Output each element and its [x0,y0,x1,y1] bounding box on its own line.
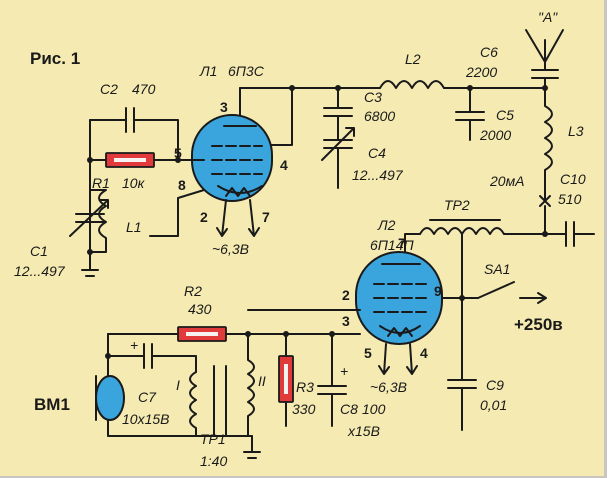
tr1-winding2-label: II [258,373,266,389]
tr2-winding-left [419,227,463,235]
c4-ref: С4 [368,145,386,161]
tr2-ref: ТР2 [444,197,470,213]
capacitor-c8 [317,333,347,427]
c10-value: 510 [558,191,582,207]
c5-value: 2000 [479,127,511,143]
capacitor-c9 [447,379,477,431]
coil-l3 [544,87,553,201]
tube1-pin2: 2 [200,209,208,225]
resistor-r2 [177,326,227,342]
tube1-pin3: 3 [220,99,228,115]
tube1-envelope [191,114,273,202]
antenna-label: "А" [538,9,558,25]
tube2-type: 6П14П [370,237,415,253]
c9-value: 0,01 [480,397,507,413]
r1-ref: R1 [92,175,110,191]
tube1-heater-label: ~6,3В [212,241,249,257]
tube2-heater-arrow-left [378,343,390,375]
r2-ref: R2 [184,283,202,299]
coil-l2 [379,80,445,89]
supply-label: +250в [514,315,563,334]
c2-value: 470 [132,81,156,97]
c8-voltage: x15В [347,423,380,439]
l2-ref: L2 [405,51,421,67]
r3-value: 330 [292,401,316,417]
c3-ref: С3 [364,89,382,105]
capacitor-c1-variable [69,199,109,253]
resistor-r3 [278,355,294,403]
capacitor-c2 [125,107,135,133]
c7-plus: + [130,337,138,353]
capacitor-c3 [323,87,353,141]
antenna-symbol [525,29,564,71]
tube1-ref: Л1 [199,63,217,79]
tube1-type: 6П3С [228,63,265,79]
c8-value: 100 [362,401,386,417]
c3-value: 6800 [364,108,395,124]
capacitor-c10 [544,221,595,247]
tube1-pin4: 4 [280,157,288,173]
c9-ref: С9 [486,377,504,393]
tr2-winding-right [461,227,505,235]
tube2-heater-arrow-right [406,343,418,375]
c1-ref: С1 [30,243,48,259]
switch-sa1 [477,281,515,299]
capacitor-c7 [143,343,153,369]
c7-right-wire [151,355,197,373]
c4-value: 12...497 [352,167,404,183]
tube1-pin4-wire [261,87,293,146]
tube2-pin2: 2 [342,287,350,303]
tube2-pin3: 3 [342,313,350,329]
meter-point-cross [539,195,551,207]
tube2-pin4: 4 [420,345,428,361]
tube1-heater-arrow-left [216,199,228,237]
supply-arrow [519,292,547,304]
r3-ref: R3 [296,379,314,395]
capacitor-c5 [455,87,485,141]
tr1-winding-1 [189,371,197,437]
tr1-ground [243,435,261,459]
sa1-ref: SA1 [484,261,510,277]
c10-ref: С10 [560,171,586,187]
tube1-pin8-wire [149,189,205,237]
tube2-pin9: 9 [434,283,442,299]
c7-value: 10x15В [122,411,169,427]
c1-value: 12...497 [14,263,66,279]
tr1-winding-2 [247,333,255,437]
tube2-envelope [355,251,443,345]
capacitor-c4-variable [321,127,355,189]
c6-ref: С6 [480,44,498,60]
c7-ref: С7 [138,389,157,405]
tube2-pin5: 5 [364,345,372,361]
c8-plus: + [340,363,348,379]
tr1-winding1-label: I [176,377,180,393]
c1-ground [81,251,99,277]
bottom-rail [107,419,253,437]
tube1-pin8: 8 [178,177,186,193]
c2-right-wire [133,119,179,161]
r1-value: 10к [122,175,146,191]
tube2-pin7: 7 [398,235,406,251]
c8-ref: С8 [340,401,358,417]
meter-label: 20мА [489,173,525,189]
tube2-heater-label: ~6,3В [370,379,407,395]
resistor-r1 [105,152,155,168]
c6-value: 2200 [465,64,497,80]
tube1-heater-arrow-right [248,199,260,237]
c2-ref: С2 [100,81,118,97]
tr1-core [213,365,227,437]
microphone-bm1 [95,375,125,421]
figure-title: Рис. 1 [30,49,80,68]
tube2-ref: Л2 [377,217,396,233]
r2-value: 430 [188,301,212,317]
tube1-pin7: 7 [262,209,270,225]
tr1-ratio: 1:40 [200,453,227,469]
bm1-ref: ВМ1 [34,395,70,414]
tr1-ref: ТР1 [200,431,226,447]
l3-ref: L3 [568,123,584,139]
c5-ref: С5 [496,107,514,123]
l1-ref: L1 [126,219,142,235]
